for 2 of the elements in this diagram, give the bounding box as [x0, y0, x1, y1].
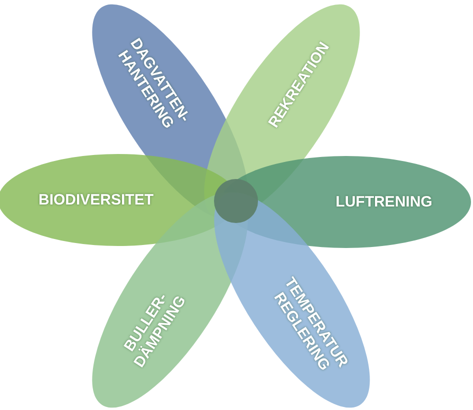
petal-label: BIODIVERSITET	[37, 192, 154, 208]
petal-label: LUFTRENING	[334, 194, 434, 210]
